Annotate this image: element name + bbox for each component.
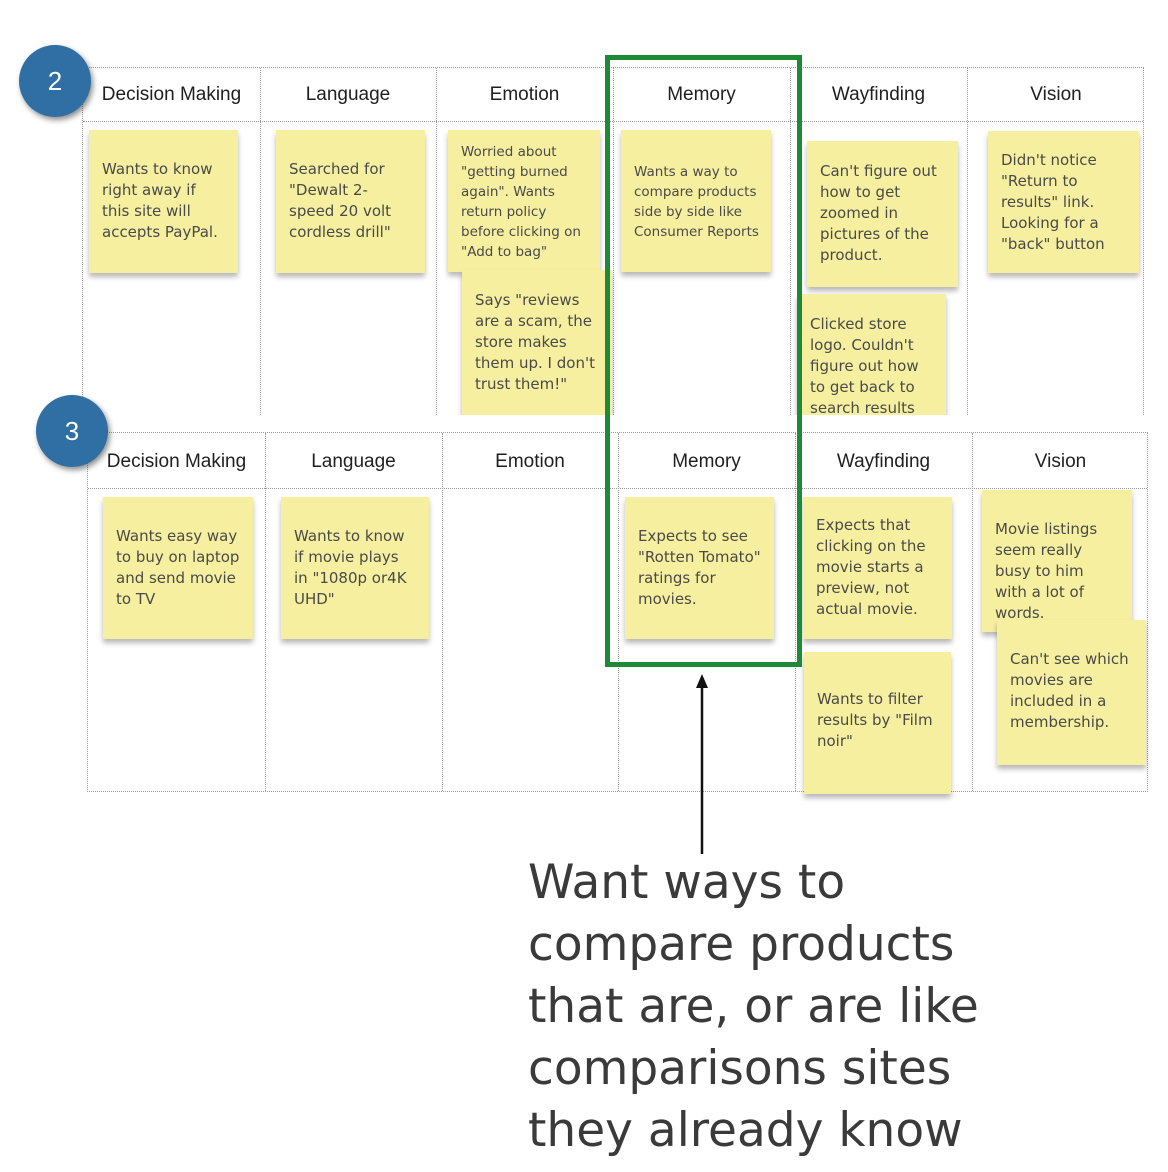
column-header-emotion: Emotion bbox=[489, 84, 560, 105]
sticky-note: Searched for "Dewalt 2-speed 20 volt cor… bbox=[276, 130, 425, 273]
sticky-note: Wants to filter results by "Film noir" bbox=[804, 652, 951, 794]
arrow-up-icon bbox=[696, 674, 708, 854]
column-divider bbox=[795, 433, 796, 791]
column-header-decision-making: Decision Making bbox=[101, 84, 242, 105]
column-divider bbox=[265, 433, 266, 791]
column-header-memory: Memory bbox=[667, 84, 736, 105]
column-divider bbox=[436, 68, 437, 415]
board-3: Decision Making Language Emotion Memory … bbox=[87, 432, 1148, 792]
sticky-note: Worried about "getting burned again". Wa… bbox=[448, 130, 600, 272]
sticky-note: Can't see which movies are included in a… bbox=[997, 620, 1146, 765]
sticky-note: Expects to see "Rotten Tomato" ratings f… bbox=[625, 497, 774, 639]
sticky-note: Didn't notice "Return to results" link. … bbox=[988, 131, 1139, 273]
column-header-wayfinding: Wayfinding bbox=[831, 84, 926, 105]
column-divider bbox=[260, 68, 261, 415]
header-divider bbox=[88, 488, 1147, 489]
sticky-note: Clicked store logo. Couldn't figure out … bbox=[797, 294, 946, 424]
column-header-language: Language bbox=[311, 451, 396, 472]
column-header-vision: Vision bbox=[1030, 84, 1082, 105]
sticky-note: Wants easy way to buy on laptop and send… bbox=[103, 497, 253, 639]
sticky-note: Movie listings seem really busy to him w… bbox=[982, 490, 1132, 632]
board-number-badge: 3 bbox=[36, 395, 108, 467]
column-header-vision: Vision bbox=[1034, 451, 1087, 472]
sticky-note: Says "reviews are a scam, the store make… bbox=[462, 270, 612, 420]
board-2: Decision Making Language Emotion Memory … bbox=[82, 67, 1144, 415]
column-header-language: Language bbox=[305, 84, 391, 105]
sticky-note: Wants to know if movie plays in "1080p o… bbox=[281, 497, 429, 639]
column-divider bbox=[967, 68, 968, 415]
column-divider bbox=[442, 433, 443, 791]
column-header-decision-making: Decision Making bbox=[106, 451, 247, 472]
column-header-emotion: Emotion bbox=[495, 451, 565, 472]
sticky-note: Expects that clicking on the movie start… bbox=[803, 497, 952, 639]
column-header-wayfinding: Wayfinding bbox=[836, 451, 931, 472]
column-divider bbox=[972, 433, 973, 791]
board-number-badge: 2 bbox=[19, 45, 91, 117]
column-header-memory: Memory bbox=[672, 451, 741, 472]
sticky-note: Can't figure out how to get zoomed in pi… bbox=[807, 141, 958, 287]
board-gap bbox=[82, 415, 1148, 432]
column-divider bbox=[790, 68, 791, 415]
sticky-note: Wants to know right away if this site wi… bbox=[89, 130, 238, 273]
memory-column-highlight bbox=[605, 55, 802, 667]
column-divider bbox=[618, 433, 619, 791]
annotation-caption: Want ways to compare products that are, … bbox=[528, 855, 979, 1158]
sticky-note: Wants a way to compare products side by … bbox=[621, 130, 771, 272]
column-divider bbox=[613, 68, 614, 415]
